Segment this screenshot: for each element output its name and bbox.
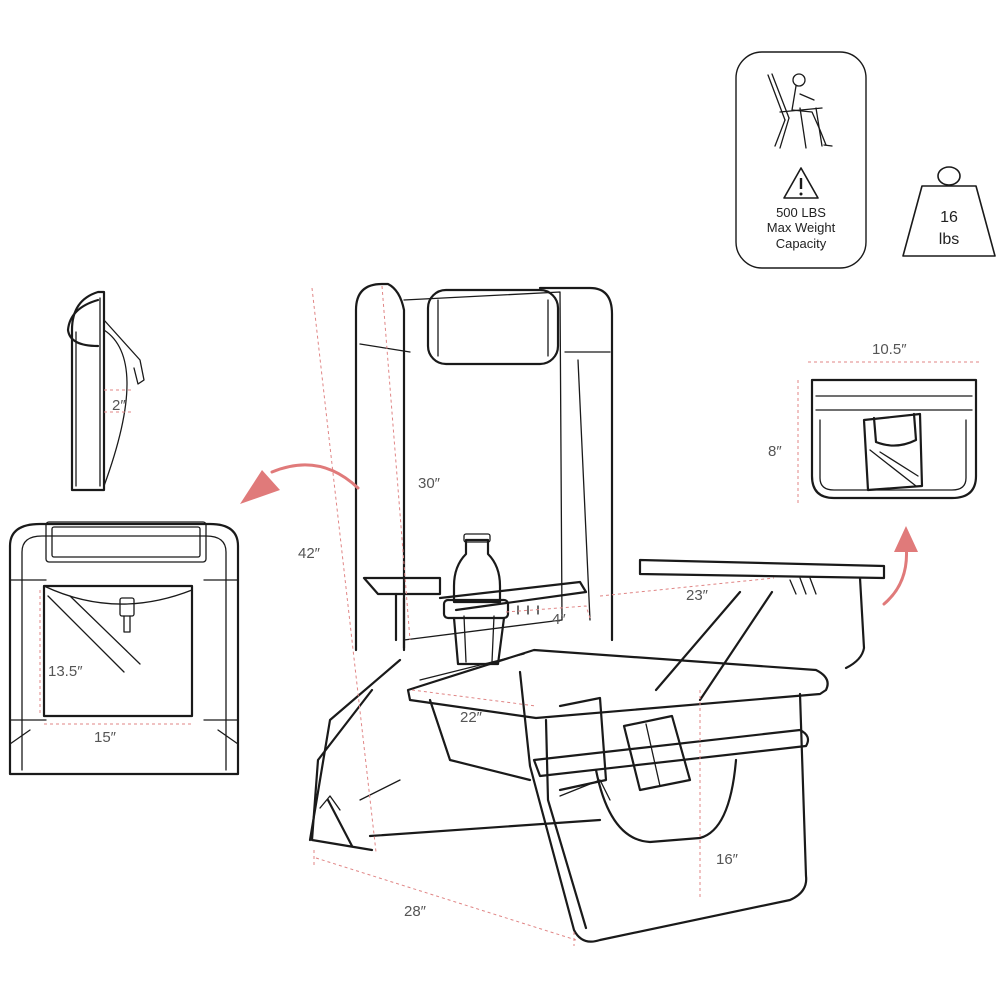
back-pouch-view: 13.5″ 15″ bbox=[8, 521, 240, 776]
weight-capacity-badge: 500 LBS Max Weight Capacity bbox=[735, 51, 867, 269]
cooler-width-label: 10.5″ bbox=[872, 341, 907, 358]
capacity-value: 500 LBS bbox=[776, 205, 826, 220]
back-height-label: 30″ bbox=[418, 475, 441, 492]
capacity-label-line2: Capacity bbox=[776, 236, 827, 251]
cup-holder-label: 4″ bbox=[552, 611, 566, 628]
chair-depth-label: 28″ bbox=[404, 903, 427, 920]
detach-arrow-left bbox=[240, 463, 360, 504]
seat-height-label: 16″ bbox=[716, 851, 739, 868]
person-in-chair-icon bbox=[767, 73, 833, 149]
beach-chair-main-view bbox=[308, 282, 886, 943]
overall-height-label: 42″ bbox=[298, 545, 321, 562]
capacity-label-line1: Max Weight bbox=[767, 220, 836, 235]
detach-arrow-right bbox=[882, 526, 918, 606]
weight-icon: 16 lbs bbox=[902, 166, 996, 257]
weight-value: 16 bbox=[940, 209, 958, 226]
cooler-height-label: 8″ bbox=[768, 443, 782, 460]
armrest-length-label: 23″ bbox=[686, 587, 709, 604]
warning-triangle-icon bbox=[783, 167, 819, 199]
headrest-side-view: 2″ bbox=[66, 290, 145, 492]
pouch-width-label: 15″ bbox=[94, 729, 117, 746]
cooler-pouch-view: 10.5″ 8″ bbox=[768, 341, 980, 506]
dimension-lines bbox=[311, 285, 775, 946]
weight-unit: lbs bbox=[939, 231, 959, 248]
headrest-depth-label: 2″ bbox=[112, 397, 126, 414]
seat-width-label: 22″ bbox=[460, 709, 483, 726]
pouch-height-label: 13.5″ bbox=[48, 663, 83, 680]
